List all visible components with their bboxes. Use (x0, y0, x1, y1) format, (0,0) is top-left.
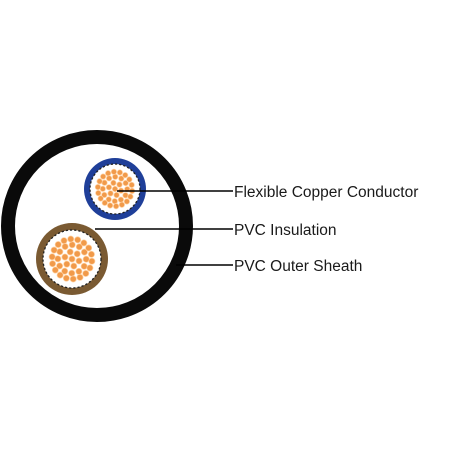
copper-strand (116, 169, 123, 176)
copper-strand (97, 195, 104, 202)
copper-strand (49, 260, 57, 268)
core-blue (84, 158, 146, 220)
copper-strand (118, 201, 125, 208)
copper-strand (56, 248, 64, 256)
copper-strand (100, 173, 107, 180)
outer-sheath-ring (1, 130, 193, 322)
copper-strand (101, 179, 108, 186)
copper-strand (80, 239, 88, 247)
copper-strand (67, 235, 75, 243)
copper-strand (50, 246, 58, 254)
copper-strand (75, 257, 83, 265)
copper-strand (88, 257, 96, 265)
core-brown-separator-dash (42, 229, 102, 289)
copper-strand (62, 274, 70, 282)
copper-strand (68, 269, 76, 277)
copper-strand (48, 253, 56, 261)
copper-strand (54, 255, 62, 263)
copper-strand (127, 193, 134, 200)
copper-strand (70, 262, 78, 270)
copper-strand (101, 199, 108, 206)
copper-strand (54, 241, 62, 248)
core-blue-copper-strands (94, 168, 136, 210)
copper-strand (105, 196, 112, 203)
copper-strand (68, 241, 76, 249)
copper-strand (75, 267, 83, 275)
copper-strand (75, 243, 83, 251)
copper-strand (105, 170, 112, 177)
copper-strand (111, 198, 118, 205)
copper-strand (101, 191, 108, 198)
copper-strand (85, 244, 93, 252)
copper-strand (74, 236, 82, 244)
copper-strand (113, 192, 120, 199)
copper-strand (68, 255, 76, 263)
copper-strand (123, 198, 130, 205)
core-blue-separator-dash (89, 163, 141, 215)
copper-strand (110, 168, 117, 175)
copper-strand (60, 237, 68, 245)
copper-strand (80, 262, 88, 270)
copper-strand (116, 181, 123, 188)
copper-strand (110, 179, 117, 186)
copper-strand (128, 181, 135, 189)
copper-strand (61, 243, 69, 251)
core-brown-copper-strands (48, 235, 96, 283)
copper-strand (122, 172, 129, 179)
copper-strand (105, 184, 112, 191)
label-flexible-copper-conductor: Flexible Copper Conductor (234, 184, 418, 201)
copper-strand (107, 190, 114, 197)
copper-strand (94, 184, 101, 191)
copper-strand (82, 270, 90, 277)
copper-strand (61, 253, 69, 261)
copper-strand (63, 260, 71, 268)
copper-strand (112, 173, 119, 180)
copper-strand (113, 203, 120, 210)
copper-strand (56, 262, 64, 270)
copper-strand (66, 248, 74, 256)
copper-strand (95, 189, 102, 197)
copper-strand (111, 185, 119, 193)
copper-strand (106, 175, 113, 182)
copper-strand (122, 192, 129, 199)
copper-strand (61, 267, 69, 275)
copper-strand (87, 250, 95, 258)
label-pvc-outer-sheath: PVC Outer Sheath (234, 258, 362, 275)
label-pvc-insulation: PVC Insulation (234, 222, 337, 239)
copper-strand (69, 275, 77, 283)
core-brown (36, 223, 108, 295)
copper-strand (80, 248, 88, 256)
copper-strand (118, 175, 125, 182)
copper-strand (96, 178, 103, 185)
copper-strand (73, 250, 81, 258)
copper-strand (126, 176, 133, 183)
copper-strand (82, 255, 90, 263)
copper-strand (117, 196, 124, 203)
copper-strand (86, 264, 94, 272)
copper-strand (107, 202, 114, 209)
copper-strand (56, 271, 64, 279)
copper-strand (76, 273, 84, 281)
copper-strand (122, 180, 129, 187)
copper-strand (51, 266, 59, 274)
